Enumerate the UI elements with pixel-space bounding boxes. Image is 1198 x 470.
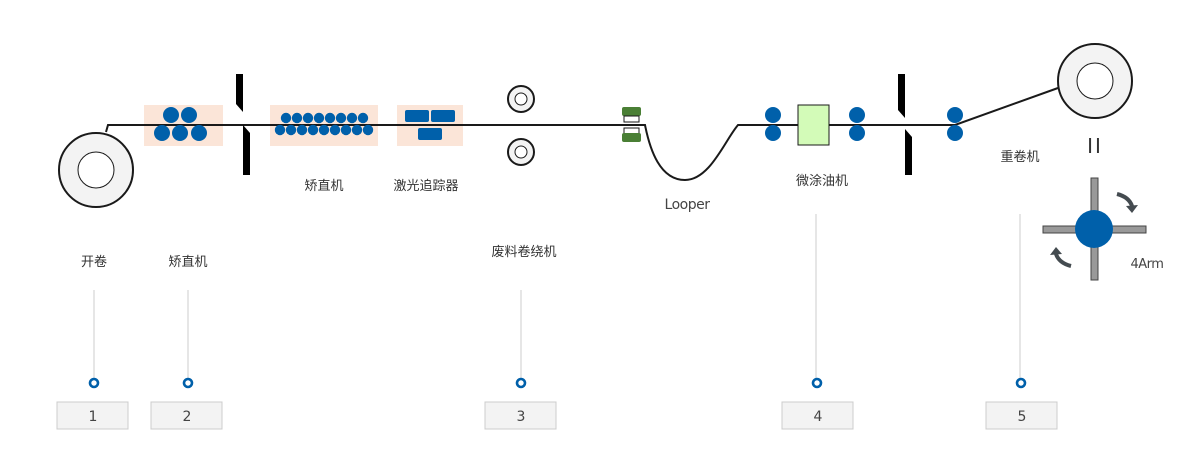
recoiler-label: 重卷机	[1000, 149, 1039, 165]
crop-shear	[622, 107, 641, 142]
straightener-roller-top	[313, 112, 325, 124]
straightener-roller-top	[335, 112, 347, 124]
shear-2	[898, 74, 912, 175]
step-number-5: 5	[1018, 409, 1027, 425]
straightener-roller-bottom	[307, 124, 319, 136]
callout-label-1: 开卷	[81, 254, 107, 270]
scrap-winder-coils	[507, 85, 535, 166]
step-button-4[interactable]: 4	[781, 401, 854, 430]
straightener-roller-bottom	[340, 124, 352, 136]
step-button-5[interactable]: 5	[985, 401, 1058, 430]
straightener-roller-bottom	[318, 124, 330, 136]
callout-label-3: 废料卷绕机	[491, 244, 556, 260]
straightener-roller-bottom	[285, 124, 297, 136]
recoiler	[1057, 43, 1133, 119]
straightener-roller-bottom	[296, 124, 308, 136]
strip-line	[105, 87, 1059, 182]
step-button-2[interactable]: 2	[150, 401, 223, 430]
callout-label-2: 矫直机	[168, 255, 207, 270]
straightener-rollers	[274, 112, 374, 136]
straightener-roller-top	[291, 112, 303, 124]
step-button-1[interactable]: 1	[56, 401, 129, 430]
callout-dot-2[interactable]	[182, 377, 194, 389]
small-straightener-rollers	[154, 107, 207, 141]
step-number-4: 4	[814, 409, 823, 425]
step-number-2: 2	[183, 409, 192, 425]
pinch-rollers-2	[849, 107, 865, 141]
micro-oiler	[797, 104, 830, 146]
straightener-roller-top	[324, 112, 336, 124]
rotation-arrowheads	[1050, 205, 1138, 255]
laser-tracker-label: 激光追踪器	[393, 178, 458, 194]
straightener-roller-bottom	[329, 124, 341, 136]
callout-dot-1[interactable]	[88, 377, 100, 389]
straightener-roller-top	[346, 112, 358, 124]
uncoiler	[58, 132, 134, 208]
callout-dot-5[interactable]	[1015, 377, 1027, 389]
straightener-roller-top	[280, 112, 292, 124]
looper-label: Looper	[665, 197, 711, 213]
straightener-label: 矫直机	[304, 179, 343, 194]
straightener-roller-bottom	[351, 124, 363, 136]
rotation-arrow-icon	[1054, 192, 1134, 268]
laser-tracker-blocks	[405, 110, 455, 140]
four-arm-label: 4Arm	[1131, 257, 1164, 272]
shear-1	[236, 74, 250, 175]
four-arm-turret	[1042, 177, 1147, 281]
step-number-3: 3	[517, 409, 526, 425]
callout-dot-3[interactable]	[515, 377, 527, 389]
straightener-roller-bottom	[362, 124, 374, 136]
straightener-roller-top	[302, 112, 314, 124]
pinch-rollers-3	[947, 107, 963, 141]
straightener-roller-top	[357, 112, 369, 124]
straightener-roller-bottom	[274, 124, 286, 136]
micro-oiler-label: 微涂油机	[796, 173, 848, 189]
pause-symbol: II	[1087, 134, 1103, 158]
pinch-rollers-1	[765, 107, 781, 141]
step-number-1: 1	[89, 409, 98, 425]
callout-dot-4[interactable]	[811, 377, 823, 389]
step-button-3[interactable]: 3	[484, 401, 557, 430]
